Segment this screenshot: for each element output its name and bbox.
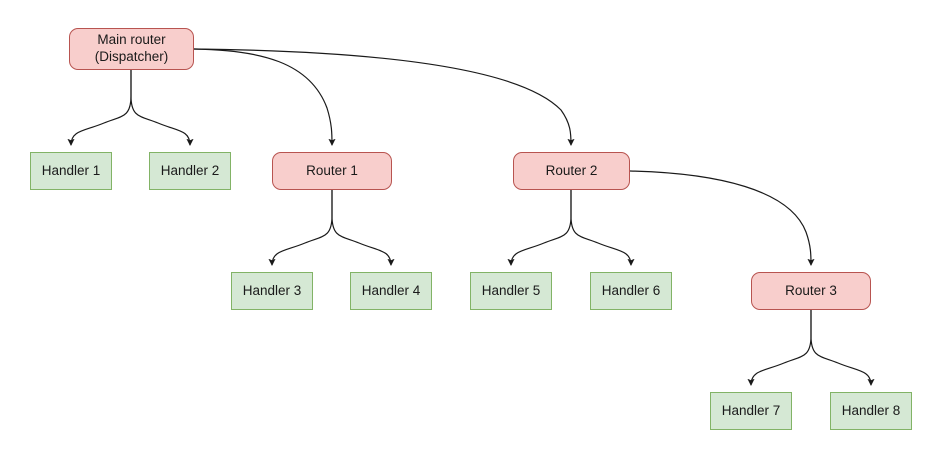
- edge-main-router1: [193, 48, 336, 146]
- edge-router3-handler8: [810, 310, 875, 386]
- edge-main-handler1: [67, 70, 132, 146]
- edge-main-handler2: [130, 70, 194, 146]
- node-handler-5[interactable]: Handler 5: [470, 272, 552, 310]
- node-handler-7[interactable]: Handler 7: [710, 392, 792, 430]
- edge-router2-router3: [629, 170, 815, 266]
- edge-router1-handler4: [331, 190, 395, 266]
- node-router-2[interactable]: Router 2: [513, 152, 630, 190]
- node-main-router[interactable]: Main router (Dispatcher): [69, 28, 194, 70]
- edge-router3-handler7: [747, 310, 812, 386]
- node-router-1[interactable]: Router 1: [272, 152, 392, 190]
- node-handler-2[interactable]: Handler 2: [149, 152, 231, 190]
- edge-router1-handler3: [268, 190, 333, 266]
- edge-router2-handler5: [507, 190, 572, 266]
- edge-router2-handler6: [570, 190, 635, 266]
- node-handler-1[interactable]: Handler 1: [30, 152, 112, 190]
- node-handler-8[interactable]: Handler 8: [830, 392, 912, 430]
- node-handler-6[interactable]: Handler 6: [590, 272, 672, 310]
- node-router-3[interactable]: Router 3: [751, 272, 871, 310]
- edge-main-router2: [193, 48, 575, 146]
- node-handler-3[interactable]: Handler 3: [231, 272, 313, 310]
- node-handler-4[interactable]: Handler 4: [350, 272, 432, 310]
